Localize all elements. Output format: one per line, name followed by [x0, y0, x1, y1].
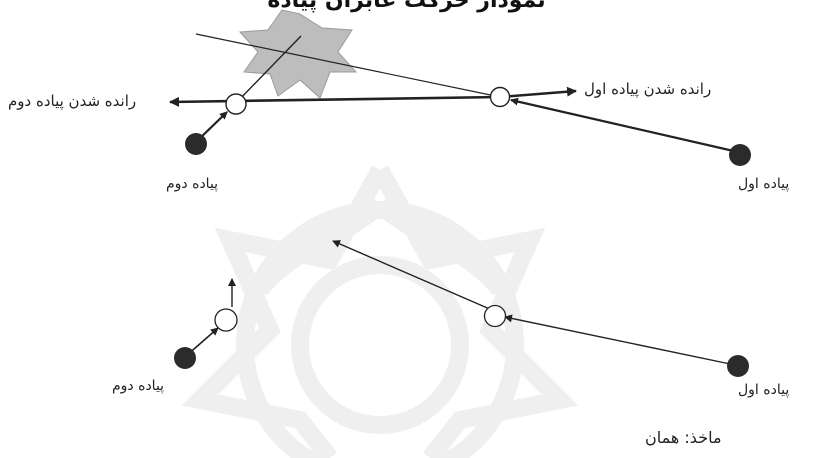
driven-second-arrow	[169, 95, 501, 107]
first-pedestrian-dot	[729, 144, 751, 166]
watermark-rosette	[181, 165, 579, 458]
second-contact-point	[225, 93, 247, 115]
impact-star-icon	[238, 9, 358, 99]
source-caption: ماخذ: همان	[645, 428, 722, 447]
driven-first-label: رانده شدن پیاده اول	[584, 80, 712, 98]
second-pedestrian-dot	[185, 133, 207, 155]
bottom-first-pedestrian-dot	[727, 355, 749, 377]
bottom-first-path	[504, 314, 736, 366]
first-pedestrian-path	[510, 97, 739, 154]
first-contact-point	[489, 86, 511, 108]
bottom-first-pedestrian-label: پیاده اول	[738, 382, 790, 398]
vehicle-trajectory-line	[195, 33, 506, 99]
top-first-pedestrian-label: پیاده اول	[738, 176, 790, 192]
driven-second-label: رانده شدن پیاده دوم	[8, 92, 137, 110]
bottom-first-contact	[483, 304, 507, 328]
figure-title: ﻧﻤﻮدار ﺣﺮﮐﺖ ﻋﺎﺑﺮان ﭘﯿﺎده	[267, 0, 546, 13]
second-pedestrian-impact-line	[235, 35, 302, 104]
bottom-second-pedestrian-dot	[174, 347, 196, 369]
bottom-second-contact	[214, 308, 238, 332]
bottom-first-continue-arrow	[332, 240, 493, 311]
driven-first-arrow	[499, 86, 577, 99]
top-second-pedestrian-label: پیاده دوم	[166, 176, 219, 192]
bottom-second-pedestrian-label: پیاده دوم	[112, 378, 165, 394]
